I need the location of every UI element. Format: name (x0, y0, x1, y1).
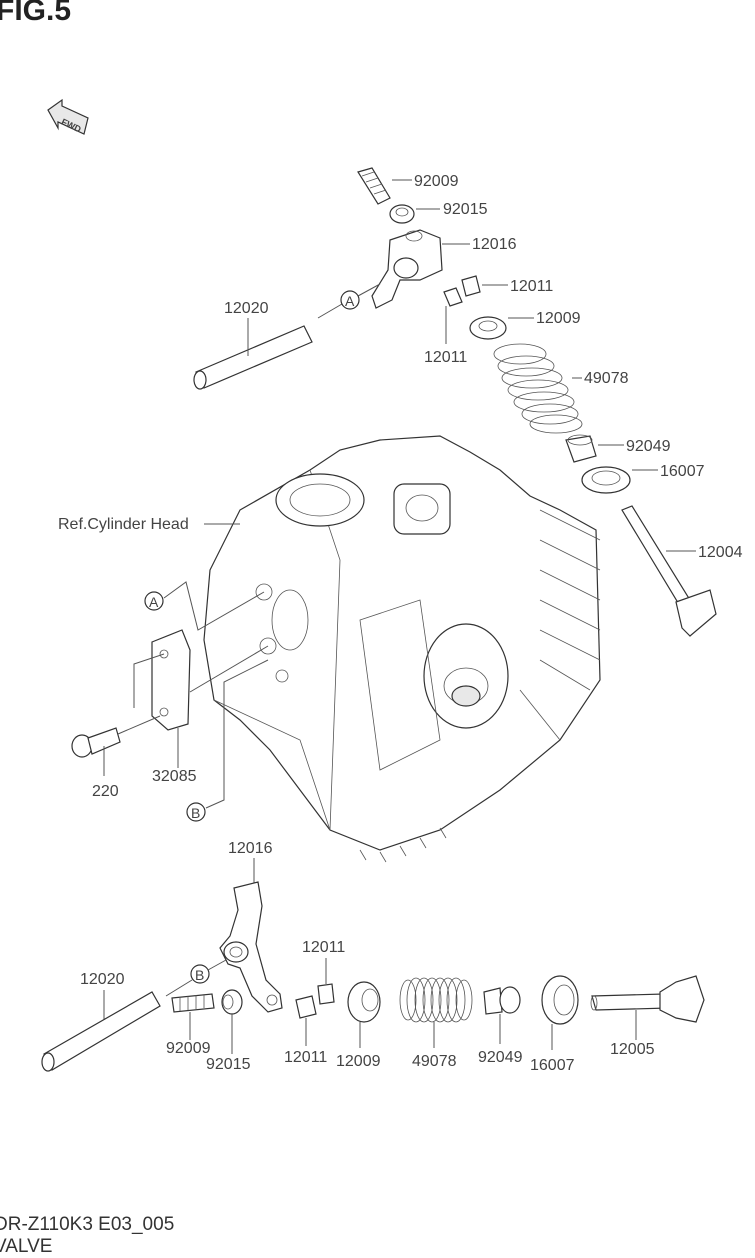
callout-b-left: B (191, 805, 200, 821)
label-220: 220 (92, 783, 119, 800)
part-92049-lower (483, 986, 521, 1044)
part-12011-cotters-lower (295, 983, 335, 1046)
label-49078-lower: 49078 (412, 1053, 457, 1070)
label-12020-upper: 12020 (224, 300, 269, 317)
ref-cylinder-head-label: Ref.Cylinder Head (58, 516, 189, 533)
label-12011-lower-bottom: 12011 (284, 1049, 327, 1066)
label-16007-lower: 16007 (530, 1057, 575, 1074)
label-92049-lower: 92049 (478, 1049, 523, 1066)
part-32085-plate (133, 629, 269, 768)
part-92015-lower (221, 989, 243, 1054)
label-12005: 12005 (610, 1041, 655, 1058)
label-12011-upper-right: 12011 (510, 278, 553, 295)
part-12009-upper (469, 316, 534, 340)
part-12009-lower (347, 981, 381, 1048)
part-16007-lower (541, 975, 579, 1050)
part-12005-valve (590, 975, 705, 1040)
label-12016-lower: 12016 (228, 840, 273, 857)
part-49078-lower (399, 977, 473, 1048)
part-92015-upper (389, 204, 440, 224)
label-92009-upper: 92009 (414, 173, 459, 190)
label-12011-upper-left: 12011 (424, 349, 467, 366)
part-16007-upper (581, 466, 658, 494)
part-49078-upper (493, 343, 583, 434)
label-92015-lower: 92015 (206, 1056, 251, 1073)
cylinder-head-illustration (203, 435, 601, 863)
label-16007-upper: 16007 (660, 463, 705, 480)
label-92009-lower: 92009 (166, 1040, 211, 1057)
label-49078-upper: 49078 (584, 370, 629, 387)
label-92015-upper: 92015 (443, 201, 488, 218)
label-12009-upper: 12009 (536, 310, 581, 327)
part-12020-upper (193, 318, 313, 390)
part-12016-upper (371, 229, 470, 309)
part-92009-lower (171, 993, 215, 1040)
part-12016-lower (219, 881, 283, 1013)
label-12009-lower: 12009 (336, 1053, 381, 1070)
label-32085: 32085 (152, 768, 197, 785)
part-12020-lower (41, 991, 161, 1072)
label-12020-lower: 12020 (80, 971, 125, 988)
callout-a-upper: A (345, 293, 355, 309)
part-92009-upper (357, 167, 412, 205)
part-12004-valve (621, 505, 717, 637)
label-12016-upper: 12016 (472, 236, 517, 253)
footer-section-name: VALVE (0, 1236, 53, 1257)
callout-b-lower: B (195, 967, 204, 983)
label-92049-upper: 92049 (626, 438, 671, 455)
part-92049-upper (565, 434, 624, 463)
part-220-screw (71, 715, 161, 776)
label-12004: 12004 (698, 544, 743, 561)
figure-title: FIG.5 (0, 0, 72, 27)
part-12011-cotters-upper (443, 275, 508, 344)
footer-model-code: DR-Z110K3 E03_005 (0, 1214, 175, 1235)
label-12011-lower-top: 12011 (302, 939, 345, 956)
callout-a-left: A (149, 594, 159, 610)
fwd-arrow-icon: FWD (47, 98, 89, 135)
